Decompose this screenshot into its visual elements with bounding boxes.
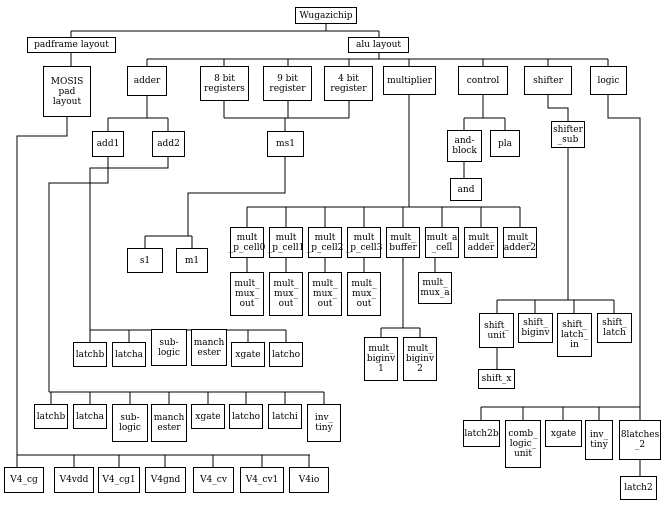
node-adder: adder <box>127 66 167 96</box>
node-ms1: ms1 <box>267 131 304 157</box>
node-control: control <box>458 66 508 95</box>
node-latch2b: latch2b <box>463 420 500 447</box>
node-manchester-b: manch ester <box>151 404 187 442</box>
node-mult-buffer: mult_ buffer <box>386 227 420 258</box>
node-manchester-a: manch ester <box>191 329 227 366</box>
mosis-to-v4-bus <box>16 117 68 467</box>
node-shifter-sub: shifter _sub <box>551 121 585 148</box>
node-mult-p-cell3: mult _p_cell3 <box>346 227 382 258</box>
node-v4-cg1: V4_cg1 <box>98 467 140 493</box>
node-shift-x: shift_x <box>478 369 515 389</box>
ms1-spine <box>187 157 286 236</box>
node-8bit-registers: 8 bit registers <box>200 66 249 101</box>
node-inv-tiny-b: inv_ tiny <box>585 420 613 460</box>
node-mult-mux-out-0: mult_ mux_ out <box>230 272 264 316</box>
node-sub-logic-b: sub- logic <box>112 404 148 442</box>
node-latcho-a: latcho <box>269 342 303 367</box>
node-alu-layout: alu layout <box>348 37 409 53</box>
node-logic: logic <box>590 66 627 95</box>
node-mult-p-cell2: mult _p_cell2 <box>307 227 343 258</box>
node-pla: pla <box>490 130 520 157</box>
node-mult-a-cell: mult_a _cell <box>425 227 459 258</box>
node-multiplier: multiplier <box>383 66 436 95</box>
node-comb-logic-unit: comb_ logic_ unit <box>505 420 541 468</box>
logic-spine <box>607 95 641 407</box>
node-latchb-a: latchb <box>73 342 107 367</box>
node-xgate-c: xgate <box>545 420 582 447</box>
node-m1: m1 <box>176 248 208 273</box>
node-latch2: latch2 <box>620 476 657 500</box>
node-mult-adder: mult_ adder <box>464 227 498 258</box>
node-v4gnd: V4gnd <box>145 467 186 493</box>
node-inv-tiny-a: inv_ tiny <box>307 404 341 442</box>
node-shift-unit: shift_ unit <box>479 313 514 348</box>
node-mult-mux-out-2: mult_ mux_ out <box>308 272 342 316</box>
node-latcho-b: latcho <box>229 404 263 429</box>
node-mult-mux-a: mult_ mux_a <box>418 272 452 304</box>
node-root: Wugazichip <box>295 7 357 24</box>
node-and: and <box>450 178 482 201</box>
node-xgate-a: xgate <box>231 342 265 367</box>
node-mult-p-cell0: mult _p_cell0 <box>229 227 265 258</box>
node-latcha-a: latcha <box>112 342 146 367</box>
node-v4-cv: V4_cv <box>193 467 234 493</box>
add2-spine <box>89 157 169 330</box>
node-mult-biginv1: mult_ biginv 1 <box>364 337 398 381</box>
node-8latches-2: 8latches _2 <box>619 420 661 460</box>
node-latcha-b: latcha <box>73 404 107 429</box>
node-v4-cg: V4_cg <box>4 467 44 493</box>
node-add2: add2 <box>152 131 185 157</box>
node-s1: s1 <box>127 248 163 273</box>
node-shift-biginv: shift_ biginv <box>518 313 553 343</box>
node-v4io: V4io <box>289 467 329 493</box>
node-mosis-pad-layout: MOSIS pad layout <box>43 66 91 117</box>
node-mult-biginv2: mult_ biginv 2 <box>403 337 437 381</box>
node-9bit-register: 9 bit register <box>263 66 312 101</box>
node-v4vdd: V4vdd <box>54 467 94 493</box>
node-xgate-b: xgate <box>191 404 225 429</box>
node-4bit-register: 4 bit register <box>324 66 373 101</box>
node-shifter: shifter <box>524 66 572 95</box>
node-latchi: latchi <box>268 404 302 429</box>
node-mult-p-cell1: mult _p_cell1 <box>268 227 304 258</box>
node-v4-cv1: V4_cv1 <box>240 467 284 493</box>
shifter-stem <box>547 95 569 121</box>
node-mult-mux-out-3: mult_ mux_ out <box>347 272 381 316</box>
node-mult-adder2: mult_ adder2 <box>503 227 537 258</box>
node-shift-latch: shift_ latch <box>597 313 632 343</box>
node-latchb-b: latchb <box>34 404 68 429</box>
node-add1: add1 <box>92 131 124 157</box>
node-sub-logic-a: sub- logic <box>151 329 187 366</box>
node-mult-mux-out-1: mult_ mux_ out <box>269 272 303 316</box>
node-and-block: and- block <box>447 130 482 162</box>
node-shift-latch-in: shift_ latch_ in <box>557 313 592 357</box>
node-padframe-layout: padframe layout <box>27 37 116 53</box>
add1-spine <box>48 157 109 392</box>
